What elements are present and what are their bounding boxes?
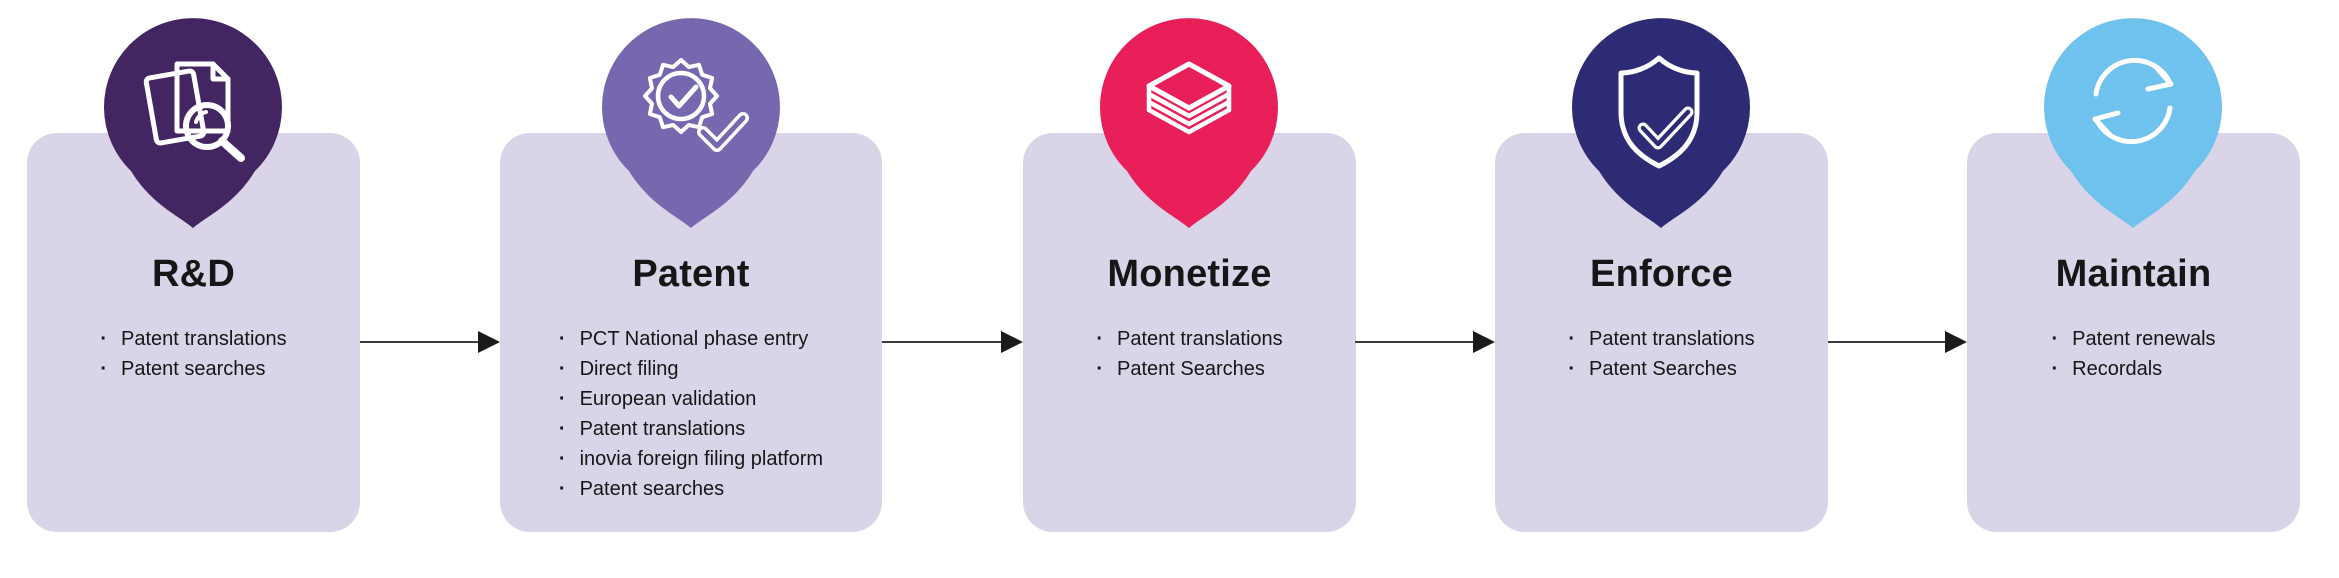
stage-title-monetize: Monetize (1107, 253, 1272, 295)
list-item: Patent translations (1568, 324, 1755, 354)
stage-title-patent: Patent (632, 253, 750, 295)
shield-check-icon (1618, 55, 1700, 169)
list-item: Direct filing (559, 354, 823, 384)
flow-arrow-4 (1828, 331, 1967, 353)
list-item: Patent renewals (2051, 324, 2215, 354)
flow-arrow-2 (882, 331, 1023, 353)
check-core (700, 115, 746, 149)
list-item: European validation (559, 384, 823, 414)
stage-title-enforce: Enforce (1590, 253, 1733, 295)
pin-marker-rd (104, 18, 282, 228)
list-item: Recordals (2051, 354, 2215, 384)
pin-marker-patent (602, 18, 780, 228)
pin-shape (602, 18, 780, 228)
list-item: Patent Searches (1568, 354, 1754, 384)
flow-arrow-1 (360, 331, 500, 353)
list-item: PCT National phase entry (559, 324, 823, 354)
documents-search-icon (143, 61, 245, 162)
pin-marker-enforce (1572, 18, 1750, 228)
list-item: Patent translations (1096, 324, 1283, 354)
list-item: Patent searches (100, 354, 286, 384)
stage-items-patent: PCT National phase entry Direct filing E… (559, 324, 823, 504)
stage-items-monetize: Patent translations Patent Searches (1096, 324, 1283, 384)
flow-arrow-3 (1355, 331, 1495, 353)
stage-card-monetize: Monetize Patent translations Patent Sear… (1023, 133, 1356, 532)
stage-title-rd: R&D (152, 253, 235, 295)
stage-items-enforce: Patent translations Patent Searches (1568, 324, 1755, 384)
stage-items-rd: Patent translations Patent searches (100, 324, 287, 384)
list-item: inovia foreign filing platform (559, 444, 823, 474)
pin-shape (104, 18, 282, 228)
list-item: Patent translations (100, 324, 287, 354)
pin-marker-monetize (1100, 18, 1278, 228)
pin-shape (2044, 18, 2222, 228)
money-stack-icon (1146, 61, 1232, 135)
list-item: Patent translations (559, 414, 823, 444)
check-core (1640, 109, 1691, 147)
certified-badge-icon (643, 58, 749, 152)
stage-items-maintain: Patent renewals Recordals (2051, 324, 2215, 384)
list-item: Patent searches (559, 474, 823, 504)
pin-shape (1572, 18, 1750, 228)
list-item: Patent Searches (1096, 354, 1282, 384)
refresh-cycle-icon (2092, 57, 2174, 145)
pin-marker-maintain (2044, 18, 2222, 228)
stage-title-maintain: Maintain (2055, 253, 2212, 295)
